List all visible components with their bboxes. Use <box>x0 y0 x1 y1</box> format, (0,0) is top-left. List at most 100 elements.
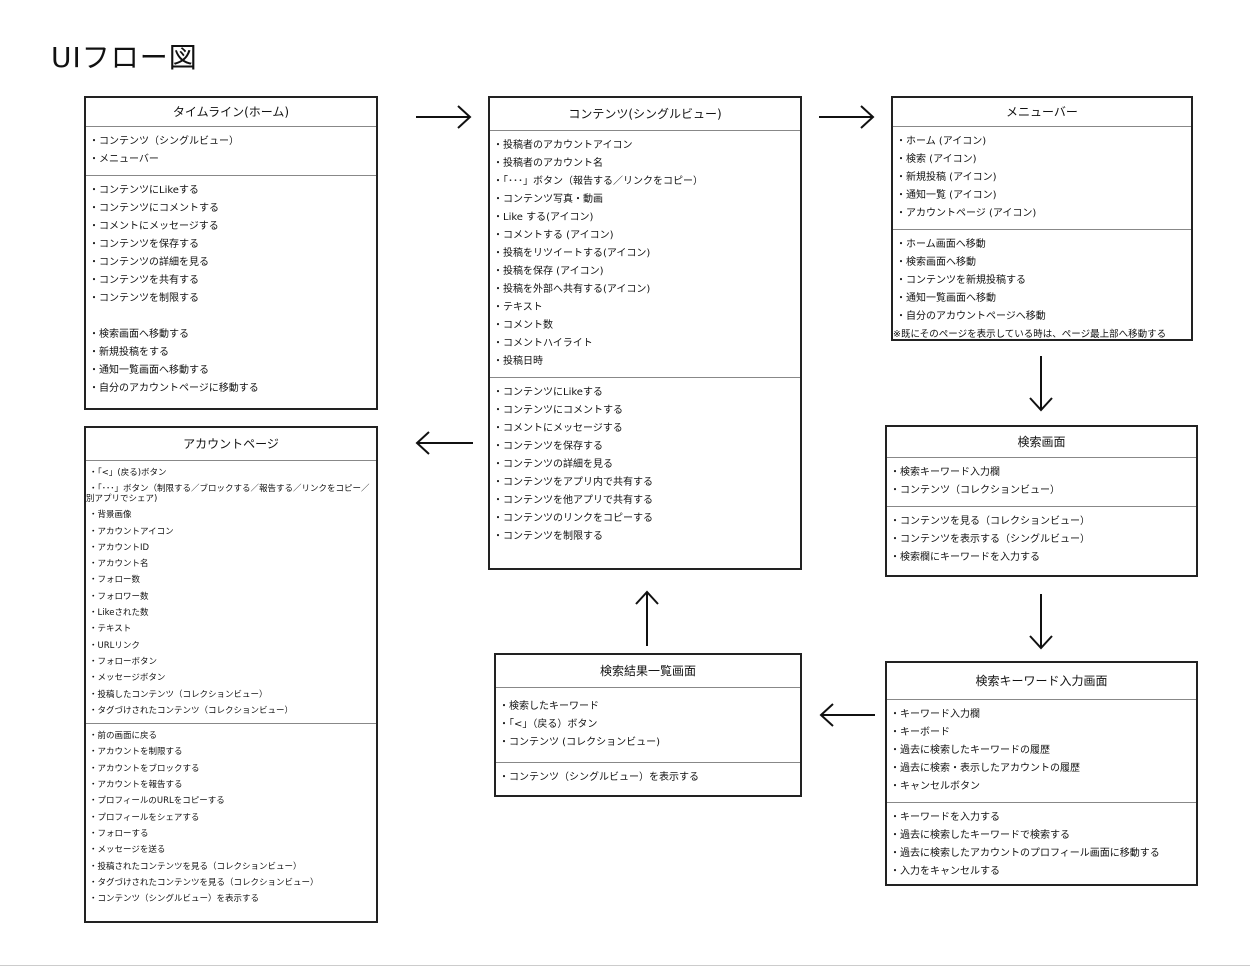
list-item: 投稿されたコンテンツを見る（コレクションビュー） <box>86 859 376 875</box>
actions-section: 前の画面に戻る アカウントを制限する アカウントをブロックする アカウントを報告… <box>86 723 376 911</box>
list-item: コンテンツを制限する <box>86 290 376 308</box>
divider <box>0 965 1250 966</box>
search-results-screen-box: 検索結果一覧画面 検索したキーワード 「<」（戻る）ボタン コンテンツ (コレク… <box>494 653 802 797</box>
list-item: コンテンツ（シングルビュー）を表示する <box>496 769 800 787</box>
list-item: テキスト <box>86 621 376 637</box>
list-item: コンテンツのリンクをコピーする <box>490 510 800 528</box>
list-item: ホーム画面へ移動 <box>893 236 1191 254</box>
box-title: タイムライン(ホーム) <box>86 98 376 127</box>
arrow-left-icon <box>819 703 875 727</box>
list-item: 投稿者のアカウントアイコン <box>490 137 800 155</box>
list-item: 投稿をリツイートする(アイコン) <box>490 245 800 263</box>
list-item: 自分のアカウントページに移動する <box>86 380 376 398</box>
actions-section: コンテンツにLikeする コンテンツにコメントする コメントにメッセージする コ… <box>86 175 376 404</box>
actions-section: キーワードを入力する 過去に検索したキーワードで検索する 過去に検索したアカウン… <box>887 802 1196 884</box>
list-item: コンテンツにLikeする <box>490 384 800 402</box>
elements-section: 投稿者のアカウントアイコン 投稿者のアカウント名 「･･･」ボタン（報告する／リ… <box>490 131 800 377</box>
list-item: メッセージボタン <box>86 670 376 686</box>
arrow-right-icon <box>819 105 875 129</box>
arrow-left-icon <box>415 431 473 455</box>
account-page-box: アカウントページ 「<」(戻る)ボタン 「･･･」ボタン（制限する／ブロックする… <box>84 426 378 923</box>
list-item: 「<」（戻る）ボタン <box>496 716 800 734</box>
list-item: コンテンツをアプリ内で共有する <box>490 474 800 492</box>
list-item: タグづけされたコンテンツ（コレクションビュー） <box>86 703 376 719</box>
arrow-down-icon <box>1029 594 1053 650</box>
list-item: アカウントID <box>86 540 376 556</box>
list-item: コンテンツを他アプリで共有する <box>490 492 800 510</box>
list-item: コンテンツを共有する <box>86 272 376 290</box>
arrow-right-icon <box>416 105 472 129</box>
list-item: 検索 (アイコン) <box>893 151 1191 169</box>
list-item: メッセージを送る <box>86 842 376 858</box>
elements-section: ホーム (アイコン) 検索 (アイコン) 新規投稿 (アイコン) 通知一覧 (ア… <box>893 127 1191 229</box>
list-item: コンテンツにコメントする <box>86 200 376 218</box>
search-screen-box: 検索画面 検索キーワード入力欄 コンテンツ（コレクションビュー） コンテンツを見… <box>885 425 1198 577</box>
elements-section: 「<」(戻る)ボタン 「･･･」ボタン（制限する／ブロックする／報告する／リンク… <box>86 461 376 723</box>
list-item: Like する(アイコン) <box>490 209 800 227</box>
list-item: Likeされた数 <box>86 605 376 621</box>
list-item: 背景画像 <box>86 507 376 523</box>
list-item: アカウントを制限する <box>86 744 376 760</box>
arrow-up-icon <box>635 590 659 646</box>
list-item: アカウント名 <box>86 556 376 572</box>
list-item: アカウントアイコン <box>86 524 376 540</box>
box-title: 検索画面 <box>887 427 1196 458</box>
list-item: 過去に検索したキーワードで検索する <box>887 827 1196 845</box>
list-item: フォロワー数 <box>86 589 376 605</box>
list-item: フォローボタン <box>86 654 376 670</box>
list-item: URLリンク <box>86 638 376 654</box>
list-item: テキスト <box>490 299 800 317</box>
list-item: 自分のアカウントページへ移動 <box>893 308 1191 326</box>
list-item: 新規投稿 (アイコン) <box>893 169 1191 187</box>
box-title: コンテンツ(シングルビュー) <box>490 98 800 131</box>
list-item: 検索欄にキーワードを入力する <box>887 549 1196 567</box>
list-item: キーワード入力欄 <box>887 706 1196 724</box>
list-item: タグづけされたコンテンツを見る（コレクションビュー） <box>86 875 376 891</box>
elements-section: 検索したキーワード 「<」（戻る）ボタン コンテンツ (コレクションビュー) <box>496 688 800 762</box>
list-item: キーボード <box>887 724 1196 742</box>
list-item: 検索キーワード入力欄 <box>887 464 1196 482</box>
page-title: UIフロー図 <box>51 41 198 74</box>
list-item: メニューバー <box>86 151 376 169</box>
list-item: コンテンツを制限する <box>490 528 800 546</box>
box-title: アカウントページ <box>86 428 376 461</box>
list-item: 「<」(戻る)ボタン <box>86 465 376 481</box>
elements-section: 検索キーワード入力欄 コンテンツ（コレクションビュー） <box>887 458 1196 506</box>
box-title: 検索結果一覧画面 <box>496 655 800 688</box>
list-item: アカウントを報告する <box>86 777 376 793</box>
list-item: 入力をキャンセルする <box>887 863 1196 881</box>
list-item: コンテンツの詳細を見る <box>86 254 376 272</box>
elements-section: コンテンツ（シングルビュー） メニューバー <box>86 127 376 175</box>
actions-section: コンテンツを見る（コレクションビュー） コンテンツを表示する（シングルビュー） … <box>887 506 1196 573</box>
list-item: コメントにメッセージする <box>490 420 800 438</box>
list-item: 投稿したコンテンツ（コレクションビュー） <box>86 687 376 703</box>
list-item: アカウントページ (アイコン) <box>893 205 1191 223</box>
list-item: 通知一覧画面へ移動する <box>86 362 376 380</box>
list-item: コンテンツを見る（コレクションビュー） <box>887 513 1196 531</box>
list-item: 過去に検索・表示したアカウントの履歴 <box>887 760 1196 778</box>
list-item: コンテンツを保存する <box>86 236 376 254</box>
list-item: コンテンツを新規投稿する <box>893 272 1191 290</box>
note-text: ※既にそのページを表示している時は、ページ最上部へ移動する <box>893 329 1167 340</box>
timeline-screen-box: タイムライン(ホーム) コンテンツ（シングルビュー） メニューバー コンテンツに… <box>84 96 378 410</box>
elements-section: キーワード入力欄 キーボード 過去に検索したキーワードの履歴 過去に検索・表示し… <box>887 700 1196 802</box>
list-item: プロフィールをシェアする <box>86 810 376 826</box>
arrow-down-icon <box>1029 356 1053 412</box>
list-item: 前の画面に戻る <box>86 728 376 744</box>
menubar-box: メニューバー ホーム (アイコン) 検索 (アイコン) 新規投稿 (アイコン) … <box>891 96 1193 341</box>
list-item: コンテンツ写真・動画 <box>490 191 800 209</box>
list-item: 投稿を保存 (アイコン) <box>490 263 800 281</box>
actions-section: ホーム画面へ移動 検索画面へ移動 コンテンツを新規投稿する 通知一覧画面へ移動 … <box>893 229 1191 340</box>
list-item: 検索したキーワード <box>496 698 800 716</box>
list-item: コメントする (アイコン) <box>490 227 800 245</box>
list-item: コンテンツ (コレクションビュー) <box>496 734 800 752</box>
spacer <box>86 308 376 326</box>
list-item: コンテンツを表示する（シングルビュー） <box>887 531 1196 549</box>
list-item: 「･･･」ボタン（報告する／リンクをコピー） <box>490 173 800 191</box>
list-item: コンテンツ（シングルビュー） <box>86 133 376 151</box>
list-item: キャンセルボタン <box>887 778 1196 796</box>
list-item: コンテンツ（コレクションビュー） <box>887 482 1196 500</box>
list-item: 「･･･」ボタン（制限する／ブロックする／報告する／リンクをコピー／別アプリでシ… <box>86 481 376 507</box>
keyword-input-screen-box: 検索キーワード入力画面 キーワード入力欄 キーボード 過去に検索したキーワードの… <box>885 661 1198 886</box>
list-item: コンテンツにLikeする <box>86 182 376 200</box>
